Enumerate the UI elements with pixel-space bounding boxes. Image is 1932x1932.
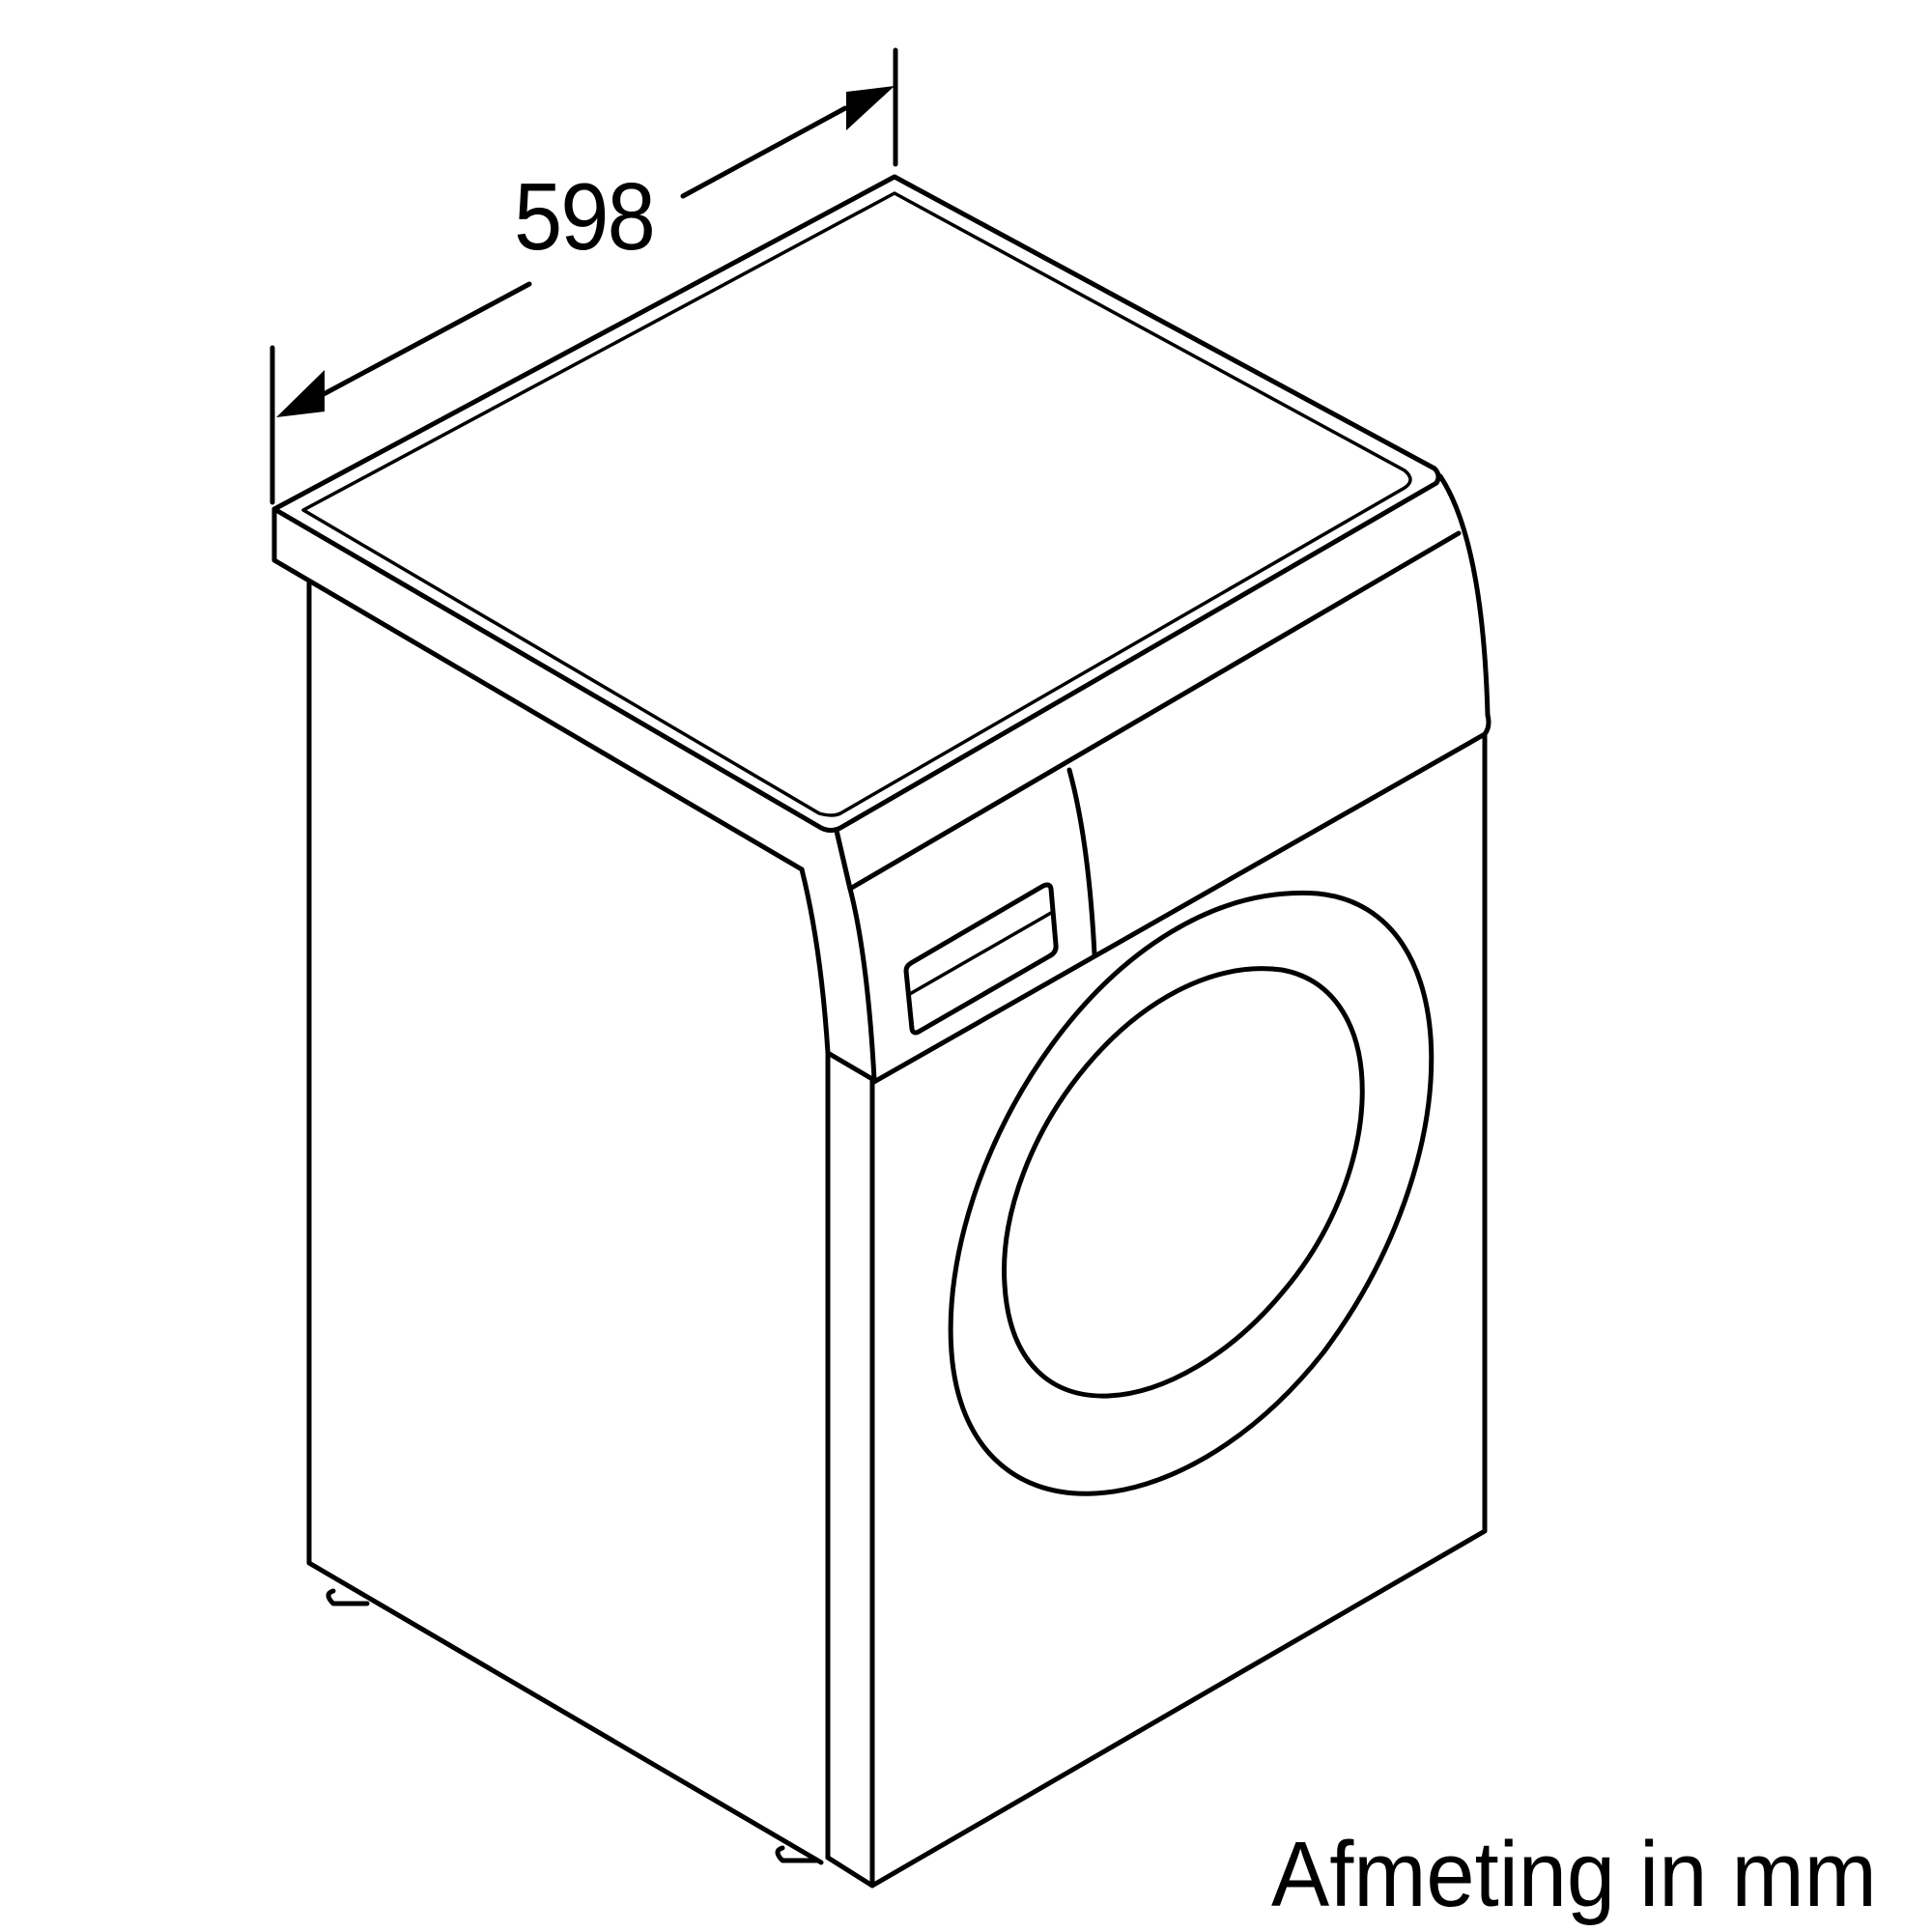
left-front-curve [799, 867, 831, 1861]
corner-strip-lower [825, 1050, 875, 1889]
top-outer-edge [271, 174, 1441, 833]
corner-strip-curve [834, 828, 877, 1082]
drawer-divider-line [906, 911, 1053, 997]
left-side-outline [306, 581, 824, 1865]
top-inner-recess [301, 191, 1412, 817]
dimension-line-lower [321, 281, 532, 397]
front-outline [869, 731, 1488, 1889]
front-face [869, 473, 1492, 1889]
detergent-drawer-handle[interactable] [903, 882, 1059, 1036]
arrowhead-left-icon [276, 370, 325, 417]
control-panel-divider [1066, 767, 1097, 957]
dimension-line-upper [680, 105, 848, 199]
top-left-thickness [271, 506, 805, 872]
foot-front-left-icon [775, 1845, 819, 1863]
top-right-thickness [834, 530, 1462, 892]
top-panel [271, 174, 1462, 892]
foot-left-icon [326, 1588, 370, 1606]
arrowhead-right-icon [846, 86, 895, 130]
door-glass [1002, 966, 1365, 1399]
width-dimension-label: 598 [514, 163, 656, 270]
door-outer-ring[interactable] [948, 891, 1435, 1496]
control-panel-lower-edge [869, 712, 1492, 1086]
right-edge-curve [1437, 473, 1491, 718]
unit-note: Afmeting in mm [1271, 1823, 1877, 1926]
width-dimension [270, 47, 898, 505]
left-side [306, 581, 877, 1889]
